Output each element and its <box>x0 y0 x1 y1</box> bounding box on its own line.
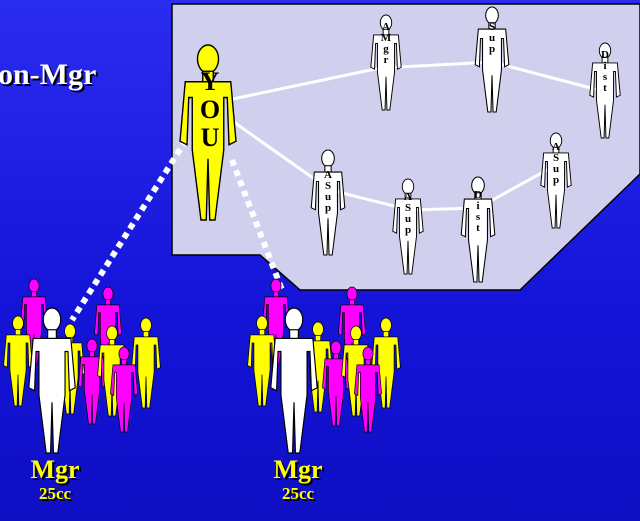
group-1-title: Mgr <box>0 456 110 484</box>
group-2-label: Mgr 25cc <box>243 456 353 504</box>
crowd-group-2 <box>248 279 401 453</box>
crowd-group-1 <box>4 279 161 453</box>
group-1-subtitle: 25cc <box>0 484 110 504</box>
group-2-title: Mgr <box>243 456 353 484</box>
group-1-label: Mgr 25cc <box>0 456 110 504</box>
page-title: on-Mgr <box>0 58 96 92</box>
group-2-subtitle: 25cc <box>243 484 353 504</box>
